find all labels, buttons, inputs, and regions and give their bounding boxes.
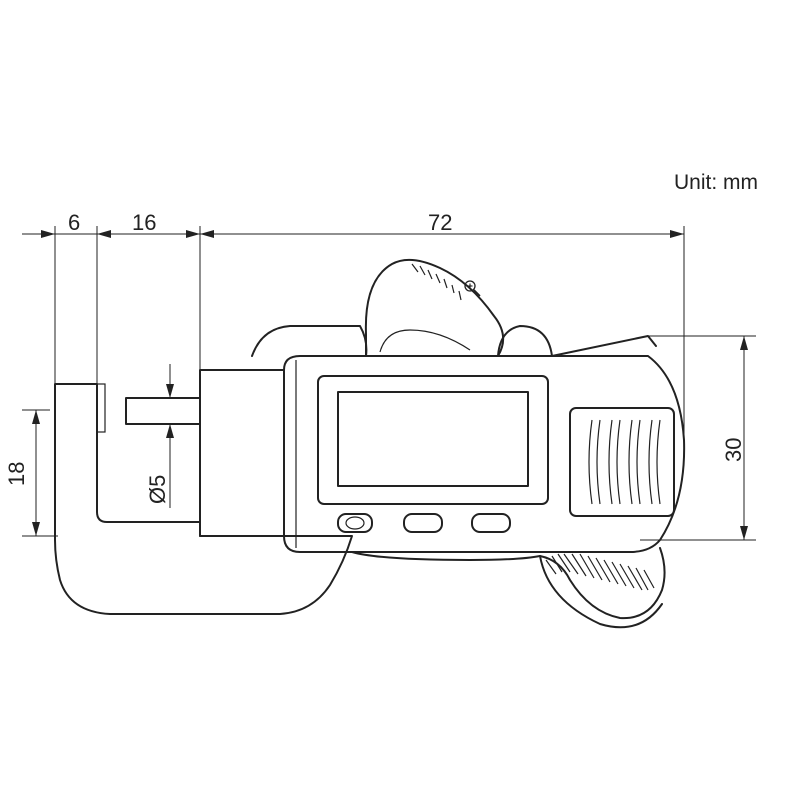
dim-jaw-width: 6 (68, 210, 80, 235)
right-dimension: 30 (640, 335, 756, 541)
dim-gap-width: 16 (132, 210, 156, 235)
on-off-button-dot (345, 516, 365, 530)
spindle (125, 397, 201, 425)
grip-grooves (588, 419, 661, 505)
gauge-body (54, 258, 686, 629)
display-bezel (317, 375, 549, 505)
thumb-grip (351, 547, 666, 620)
thumb-grip-ribs (545, 553, 655, 591)
dim-anvil-diameter: Ø5 (145, 475, 170, 504)
dim-throat-depth: 18 (4, 462, 29, 486)
zero-button[interactable] (403, 513, 443, 533)
top-dimension: 6 16 72 (22, 210, 685, 440)
dim-overall-length: 72 (428, 210, 452, 235)
spindle-housing (199, 369, 285, 537)
grip-panel (569, 407, 675, 517)
lever-grip (411, 263, 462, 301)
unit-label: Unit: mm (674, 171, 758, 194)
jaw-pad (96, 383, 106, 433)
dim-height: 30 (721, 438, 746, 462)
lcd-screen (337, 391, 529, 487)
upper-housing (251, 325, 368, 357)
c-frame (54, 383, 353, 615)
zoom-in-icon[interactable] (464, 280, 481, 297)
anvil-diameter-dimension: Ø5 (126, 364, 178, 508)
lift-lever (364, 258, 505, 357)
main-body (283, 355, 686, 553)
mode-button[interactable] (471, 513, 511, 533)
left-dimension: 18 (4, 409, 58, 537)
on-off-button[interactable] (337, 513, 373, 533)
